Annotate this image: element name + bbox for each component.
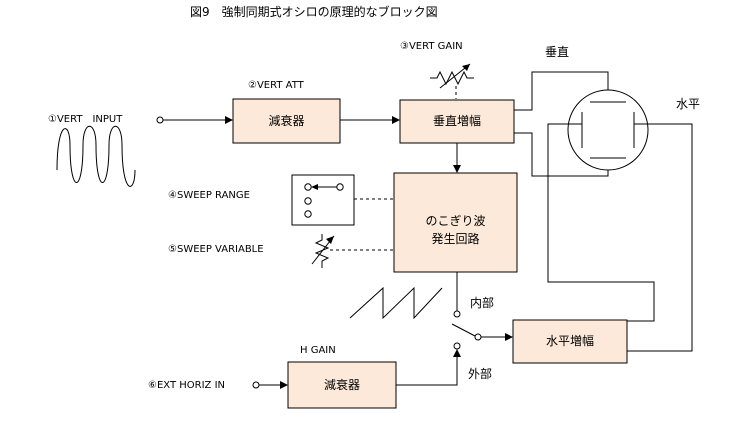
horizontal-label: 水平 <box>676 97 700 111</box>
switch-blade <box>451 323 476 337</box>
sweep-range-label: ④SWEEP RANGE <box>168 190 250 201</box>
vertical-label: 垂直 <box>545 45 569 59</box>
horiz-amp-text: 水平増幅 <box>546 333 594 348</box>
sweep-variable-resistor-icon <box>311 234 335 268</box>
att-to-switch-arrow <box>396 349 461 386</box>
vert-amp-text: 垂直増幅 <box>433 113 481 128</box>
vert-att-label: ②VERT ATT <box>248 80 305 91</box>
ext-horiz-terminal <box>252 381 260 389</box>
attenuator-top-text: 減衰器 <box>268 113 304 128</box>
attenuator-bottom-text: 減衰器 <box>324 377 360 392</box>
sawtooth-generator-text-1: のこぎり波 <box>425 214 485 228</box>
internal-label: 内部 <box>470 295 494 310</box>
external-label: 外部 <box>468 366 492 381</box>
horiz-amp-block <box>512 319 628 364</box>
switch-external-contact <box>453 342 461 350</box>
vert-plate-top-wire <box>514 71 609 111</box>
vert-input-label: ①VERT INPUT <box>48 114 123 125</box>
sine-wave-icon <box>56 125 136 187</box>
h-gain-label: H GAIN <box>300 345 336 356</box>
switch-common-contact <box>474 333 482 341</box>
attenuator-bottom-block <box>287 361 397 409</box>
attenuator-top-block <box>232 98 341 144</box>
switch-internal-contact <box>453 310 461 318</box>
sawtooth-generator-text-2: 発生回路 <box>431 231 479 246</box>
horiz-plate-right-wire <box>627 123 693 352</box>
vert-amp-block <box>399 99 515 144</box>
horiz-plate-left-wire <box>547 123 655 322</box>
sawtooth-wave-icon <box>349 286 443 320</box>
crt-icon <box>567 89 649 171</box>
vert-gain-label: ③VERT GAIN <box>400 41 463 52</box>
diagram-title: 図9 強制同期式オシロの原理的なブロック図 <box>190 4 438 19</box>
vert-input-terminal <box>156 116 164 124</box>
sweep-variable-label: ⑤SWEEP VARIABLE <box>168 244 264 255</box>
vert-gain-variable-resistor-icon <box>430 63 474 99</box>
ext-horiz-in-label: ⑥EXT HORIZ IN <box>148 380 225 391</box>
sawtooth-generator-block <box>393 172 518 273</box>
sweep-range-switch <box>291 174 355 226</box>
